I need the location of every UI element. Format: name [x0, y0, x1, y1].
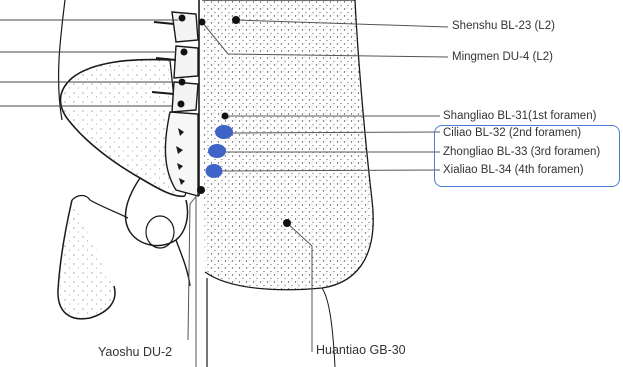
- label-xialiao: Xialiao BL-34 (4th foramen): [443, 164, 584, 177]
- label-zhongliao: Zhongliao BL-33 (3rd foramen): [443, 146, 600, 159]
- point-yaoshu: [197, 186, 205, 194]
- point-huantiao: [283, 219, 291, 227]
- femur-bone: [58, 196, 128, 319]
- point-zhongliao: [208, 144, 226, 158]
- point-shenshu: [232, 16, 240, 24]
- point-shangliao: [222, 113, 229, 120]
- label-shenshu: Shenshu BL-23 (L2): [452, 20, 555, 33]
- point-ciliao: [215, 125, 233, 139]
- point-xialiao: [206, 164, 223, 178]
- label-shangliao: Shangliao BL-31(1st foramen): [443, 110, 596, 123]
- label-huantiao: Huantiao GB-30: [316, 344, 406, 357]
- label-yaoshu: Yaoshu DU-2: [98, 346, 172, 359]
- point-mingmen: [199, 19, 206, 26]
- label-ciliao: Ciliao BL-32 (2nd foramen): [443, 127, 581, 140]
- label-mingmen: Mingmen DU-4 (L2): [452, 51, 553, 64]
